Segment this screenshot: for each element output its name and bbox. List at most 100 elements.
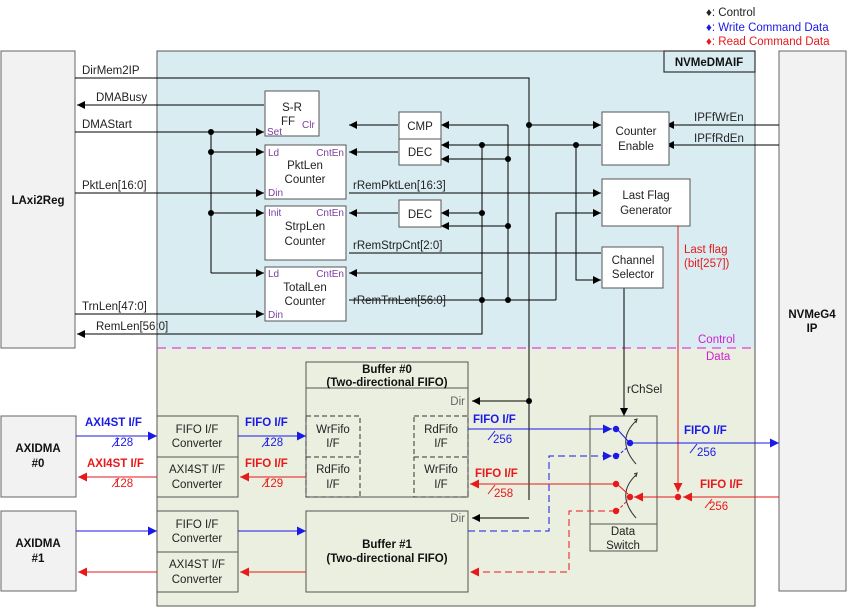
totallen-label-2: Counter — [285, 296, 326, 308]
fifo-conv-label: FIFO I/F — [176, 424, 219, 436]
legend-control: ♦: Control — [706, 7, 755, 19]
strplen-label-2: Counter — [285, 236, 326, 248]
dec1-label: DEC — [408, 147, 432, 159]
buffer0-block: Buffer #0 (Two-directional FIFO) Dir WrF… — [305, 361, 469, 498]
axidma0-label-2: #0 — [32, 458, 45, 470]
dec2-block: DEC — [398, 199, 442, 228]
lbl-w256: 256 — [493, 434, 512, 446]
read-data-junctions — [612, 480, 682, 515]
lbl-fifo-read: FIFO I/F — [475, 468, 518, 480]
sig-lastflag-1: Last flag — [684, 244, 727, 256]
legend: ♦: Control ♦: Write Command Data ♦: Read… — [706, 7, 830, 48]
lastflag-label-1: Last Flag — [622, 190, 669, 202]
sig-rchsel: rChSel — [627, 384, 662, 396]
axidma1-label-1: AXIDMA — [15, 538, 60, 550]
nvmeg4-ip-block — [778, 50, 847, 592]
if-label: I/F — [434, 479, 447, 491]
sig-ipffrden: IPFfRdEn — [694, 133, 744, 145]
port-cnten: CntEn — [316, 269, 344, 280]
lbl-axi4st-write: AXI4ST I/F — [85, 417, 142, 429]
lbl-w128: 128 — [114, 478, 133, 490]
port-ld: Ld — [268, 269, 279, 280]
laxi2reg-label: LAxi2Reg — [11, 195, 64, 207]
lbl-w129: 129 — [264, 478, 283, 490]
lbl-axi4st-read: AXI4ST I/F — [87, 458, 144, 470]
totallen-label-1: TotalLen — [283, 282, 326, 294]
nvmedmaif-title-box — [663, 50, 756, 73]
sig-dmabusy: DMABusy — [96, 92, 147, 104]
legend-read: ♦: Read Command Data — [706, 36, 830, 48]
conv-label: Converter — [172, 438, 223, 450]
sig-dirmem2ip: DirMem2IP — [82, 65, 140, 77]
cmp-label: CMP — [407, 121, 433, 133]
sig-rremstrpcnt: rRemStrpCnt[2:0] — [353, 240, 442, 252]
wrfifo-label: WrFifo — [316, 424, 350, 436]
sr-ff-block: S-R FF Set Clr — [264, 90, 320, 138]
nvmeg4-label-1: NVMeG4 — [788, 309, 836, 321]
data-switch-label-1: Data — [611, 526, 636, 538]
lbl-fifo-write: FIFO I/F — [684, 425, 727, 437]
port-ld: Ld — [268, 148, 279, 159]
port-din: Din — [268, 188, 283, 199]
write-data-junctions — [612, 425, 634, 460]
lbl-fifo-write: FIFO I/F — [245, 417, 288, 429]
laxi2reg-block — [0, 50, 76, 349]
cmp-dec-block: CMP DEC — [398, 111, 442, 166]
legend-write: ♦: Write Command Data — [706, 22, 829, 34]
sig-rremtrnlen: rRemTrnLen[56:0] — [353, 295, 446, 307]
lbl-w258: 258 — [494, 488, 513, 500]
port-cnten: CntEn — [316, 208, 344, 219]
ch1-converters: FIFO I/F Converter AXI4ST I/F Converter — [156, 510, 239, 593]
control-label: Control — [698, 334, 735, 346]
port-clr: Clr — [302, 120, 315, 131]
fifo-conv-label: FIFO I/F — [176, 519, 219, 531]
sig-trnlen: TrnLen[47:0] — [82, 301, 147, 313]
port-cnten: CntEn — [316, 148, 344, 159]
nvmeg4-label-2: IP — [807, 323, 818, 335]
sig-rrempktlen: rRemPktLen[16:3] — [353, 180, 446, 192]
wrfifo-label: WrFifo — [424, 464, 458, 476]
read-data-wires — [78, 472, 779, 577]
write-data-wires — [76, 424, 779, 536]
port-dir: Dir — [450, 513, 465, 525]
axidma0-block: AXIDMA #0 — [0, 415, 77, 498]
lbl-fifo-read: FIFO I/F — [700, 479, 743, 491]
chsel-label-2: Selector — [612, 269, 654, 281]
port-din: Din — [268, 310, 283, 321]
sr-ff-label-1: S-R — [282, 102, 302, 114]
sig-remlen: RemLen[56:0] — [96, 321, 168, 333]
lbl-w128: 128 — [114, 437, 133, 449]
buffer1-label-2: (Two-directional FIFO) — [326, 553, 447, 565]
conv-label: Converter — [172, 533, 223, 545]
control-junctions — [208, 122, 579, 404]
counter-enable-label-1: Counter — [616, 126, 657, 138]
lbl-fifo-write: FIFO I/F — [473, 414, 516, 426]
last-flag-generator-block: Last Flag Generator — [601, 178, 691, 227]
lbl-w256: 256 — [709, 501, 728, 513]
buffer1-label-1: Buffer #1 — [362, 539, 412, 551]
totallen-counter-block: Ld CntEn TotalLen Counter Din — [264, 266, 347, 322]
port-dir: Dir — [450, 396, 465, 408]
data-switch-label-2: Switch — [606, 540, 640, 552]
counter-enable-label-2: Enable — [618, 141, 654, 153]
control-wires — [75, 77, 779, 522]
pktlen-label-2: Counter — [285, 174, 326, 186]
port-init: Init — [268, 208, 282, 219]
nvmedmaif-title: NVMeDMAIF — [675, 57, 743, 69]
dec2-label: DEC — [408, 209, 432, 221]
axi4st-conv-label: AXI4ST I/F — [169, 559, 225, 571]
sig-ipffwren: IPFfWrEn — [694, 112, 744, 124]
sig-pktlen: PktLen[16:0] — [82, 180, 147, 192]
counter-enable-block: Counter Enable — [601, 111, 670, 166]
chsel-label-1: Channel — [612, 255, 655, 267]
axi4st-conv-label: AXI4ST I/F — [169, 464, 225, 476]
buffer1-block: Dir Buffer #1 (Two-directional FIFO) — [305, 510, 469, 593]
lbl-fifo-read: FIFO I/F — [245, 458, 288, 470]
pktlen-label-1: PktLen — [287, 160, 323, 172]
port-set: Set — [267, 127, 282, 138]
conv-label: Converter — [172, 574, 223, 586]
channel-selector-block: Channel Selector — [601, 246, 664, 289]
strplen-counter-block: Init CntEn StrpLen Counter — [264, 205, 347, 261]
axidma1-label-2: #1 — [32, 553, 45, 565]
buffer0-label-2: (Two-directional FIFO) — [326, 377, 447, 389]
